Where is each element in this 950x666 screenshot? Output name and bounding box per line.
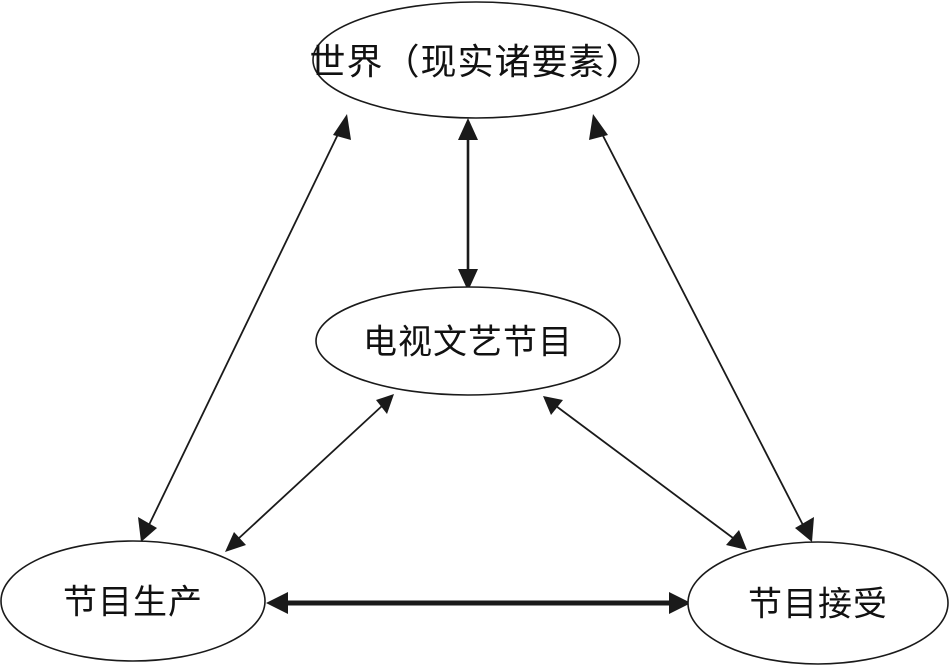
arrow-head-down-to-reception-inner (726, 530, 747, 550)
node-program[interactable]: 电视文艺节目 (315, 286, 621, 396)
edge-program-production-line (237, 404, 384, 540)
edge-program-production (225, 394, 394, 552)
edge-world-program (458, 118, 478, 291)
arrow-head-up-to-world-left (333, 114, 351, 140)
node-world-label: 世界（现实诸要素） (309, 42, 642, 82)
edge-program-reception (543, 396, 747, 550)
edge-world-reception (589, 114, 814, 542)
node-world[interactable]: 世界（现实诸要素） (309, 1, 642, 119)
node-reception-ellipse (687, 541, 949, 665)
edge-world-reception-line (598, 127, 805, 528)
arrow-head-right-to-reception (669, 592, 691, 614)
node-world-ellipse (312, 1, 640, 119)
node-reception-label: 节目接受 (748, 586, 888, 624)
node-production-ellipse (0, 540, 266, 662)
arrow-head-up-to-world (458, 118, 478, 140)
arrow-head-down-to-program (458, 269, 478, 291)
edge-program-reception-line (555, 405, 734, 539)
edge-world-production-line (147, 127, 342, 528)
edge-production-reception (266, 592, 691, 614)
node-reception[interactable]: 节目接受 (687, 541, 949, 665)
arrow-head-left-to-production (266, 592, 288, 614)
arrow-head-down-to-production (138, 517, 157, 542)
arrow-head-up-to-program-right (543, 396, 563, 415)
node-program-label: 电视文艺节目 (363, 324, 573, 362)
node-program-ellipse (315, 286, 621, 396)
node-production[interactable]: 节目生产 (0, 540, 266, 662)
arrow-head-up-to-program-left (376, 394, 394, 414)
node-production-label: 节目生产 (63, 584, 203, 622)
arrow-head-up-to-world-right (589, 114, 608, 140)
arrow-head-down-to-production-inner (225, 532, 246, 552)
edge-world-production (138, 114, 351, 542)
arrow-head-down-to-reception (795, 517, 814, 542)
